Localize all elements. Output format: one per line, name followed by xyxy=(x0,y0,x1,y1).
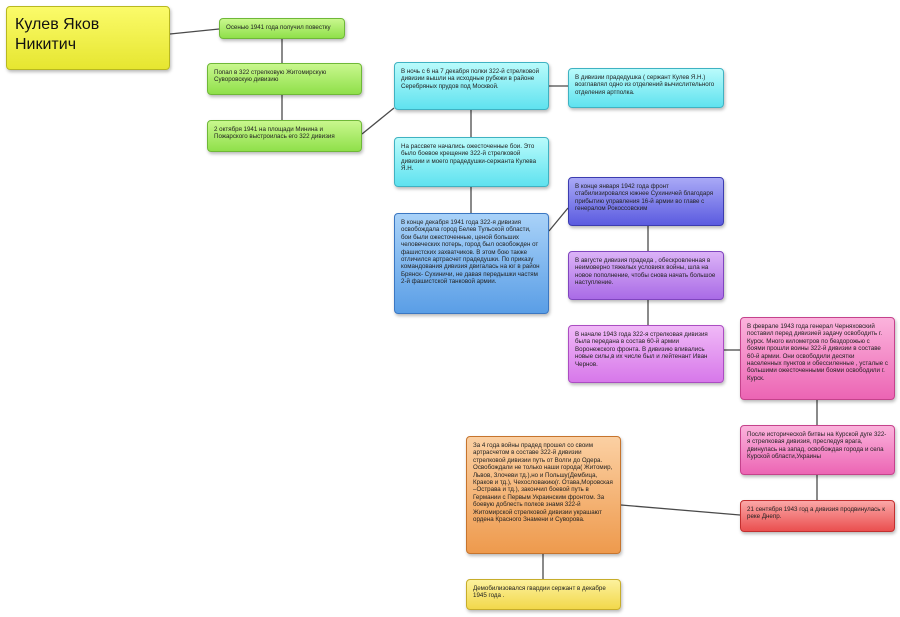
node-dawn[interactable]: На рассвете начались ожесточенные бои. Э… xyxy=(394,137,549,187)
root-node[interactable]: Кулев Яков Никитич xyxy=(6,6,170,70)
node-text: В ночь с 6 на 7 декабря полки 322-й стре… xyxy=(401,68,540,90)
node-text: В дивизии прадедушка ( сержант Кулев Я.Н… xyxy=(575,74,715,96)
link-belev-january xyxy=(548,207,569,232)
node-text: Демобилизовался гвардии сержант в декабр… xyxy=(473,585,606,600)
node-text: В конце декабря 1941 года 322-я дивизия … xyxy=(401,219,540,286)
root-title: Кулев Яков Никитич xyxy=(15,16,100,53)
node-after-kursk[interactable]: После исторической битвы на Курской дуге… xyxy=(740,425,895,475)
node-night[interactable]: В ночь с 6 на 7 декабря полки 322-й стре… xyxy=(394,62,549,110)
node-text: Осенью 1941 года получил повестку xyxy=(226,24,331,31)
node-kursk[interactable]: В феврале 1943 года генерал Черняховский… xyxy=(740,317,895,400)
link-parade-night xyxy=(361,107,395,135)
node-text: После исторической битвы на Курской дуге… xyxy=(747,431,887,461)
node-text: 2 октября 1941 на площади Минина и Пожар… xyxy=(214,126,335,141)
node-january[interactable]: В конце января 1942 года фронт стабилизи… xyxy=(568,177,724,226)
node-dnieper[interactable]: 21 сентября 1943 год а дивизия продвинул… xyxy=(740,500,895,532)
node-voronezh[interactable]: В начале 1943 года 322-я стрелковая диви… xyxy=(568,325,724,383)
node-text: За 4 года войны прадед прошел со своим а… xyxy=(473,442,613,524)
node-belev[interactable]: В конце декабря 1941 года 322-я дивизия … xyxy=(394,213,549,314)
node-text: На рассвете начались ожесточенные бои. Э… xyxy=(401,143,537,173)
link-dnieper-summary xyxy=(620,504,741,516)
node-text: В начале 1943 года 322-я стрелковая диви… xyxy=(575,331,708,368)
node-text: В конце января 1942 года фронт стабилизи… xyxy=(575,183,714,213)
node-text: В августе дивизия прадеда , обескровленн… xyxy=(575,257,716,287)
node-august[interactable]: В августе дивизия прадеда , обескровленн… xyxy=(568,251,724,300)
node-division[interactable]: Попал в 322 стрелковую Житомирскую Сувор… xyxy=(207,63,362,95)
node-sergeant[interactable]: В дивизии прадедушка ( сержант Кулев Я.Н… xyxy=(568,68,724,108)
node-text: 21 сентября 1943 год а дивизия продвинул… xyxy=(747,506,885,521)
node-summary[interactable]: За 4 года войны прадед прошел со своим а… xyxy=(466,436,621,554)
node-parade[interactable]: 2 октября 1941 на площади Минина и Пожар… xyxy=(207,120,362,152)
node-text: Попал в 322 стрелковую Житомирскую Сувор… xyxy=(214,69,327,84)
link-root-conscript xyxy=(169,28,220,35)
node-demob[interactable]: Демобилизовался гвардии сержант в декабр… xyxy=(466,579,621,610)
node-text: В феврале 1943 года генерал Черняховский… xyxy=(747,323,888,382)
node-conscript[interactable]: Осенью 1941 года получил повестку xyxy=(219,18,345,39)
